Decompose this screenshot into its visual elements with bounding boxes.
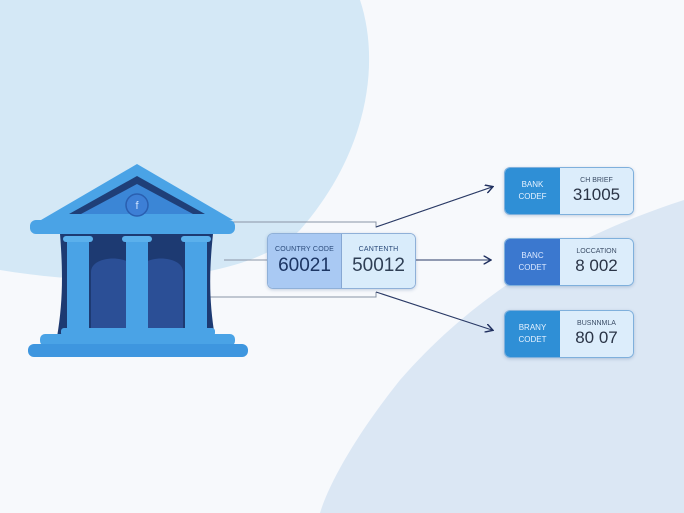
country-code-box: COUNTRY CODE 60021 CANTENTH 50012 xyxy=(267,233,416,289)
target-value: 8 002 xyxy=(575,256,618,275)
target-value: 31005 xyxy=(572,185,621,204)
target-box-2: BANC CODET LOCCATION 8 002 xyxy=(504,238,634,286)
target-code-line1: BRANY xyxy=(518,323,547,332)
target-code-cell: BRANY CODET xyxy=(505,311,560,357)
content-value: 50012 xyxy=(352,254,405,276)
target-code-line2: CODET xyxy=(518,263,547,272)
country-code-label: COUNTRY CODE xyxy=(275,245,334,253)
target-value-cell: LOCCATION 8 002 xyxy=(560,239,633,285)
target-value-label: CH BRIEF xyxy=(580,177,613,184)
target-code-line2: CODET xyxy=(518,335,547,344)
content-cell: CANTENTH 50012 xyxy=(342,234,415,288)
target-box-1: BANK CODEF CH BRIEF 31005 xyxy=(504,167,634,215)
target-value-cell: CH BRIEF 31005 xyxy=(560,168,633,214)
target-code-line1: BANC xyxy=(521,251,544,260)
target-box-3: BRANY CODET BUSNNMLA 80 07 xyxy=(504,310,634,358)
target-code-cell: BANC CODET xyxy=(505,239,560,285)
country-code-value: 60021 xyxy=(278,254,331,276)
target-value: 80 07 xyxy=(575,328,618,347)
bank-emblem-icon: f xyxy=(135,200,139,212)
target-code-line2: CODEF xyxy=(518,192,547,201)
target-value-label: LOCCATION xyxy=(576,248,617,255)
bank-building-icon: f xyxy=(28,164,248,357)
content-label: CANTENTH xyxy=(358,245,399,253)
target-code-cell: BANK CODEF xyxy=(505,168,560,214)
target-value-cell: BUSNNMLA 80 07 xyxy=(560,311,633,357)
country-code-cell: COUNTRY CODE 60021 xyxy=(268,234,342,288)
target-code-line1: BANK xyxy=(521,180,544,189)
target-value-label: BUSNNMLA xyxy=(577,320,616,327)
